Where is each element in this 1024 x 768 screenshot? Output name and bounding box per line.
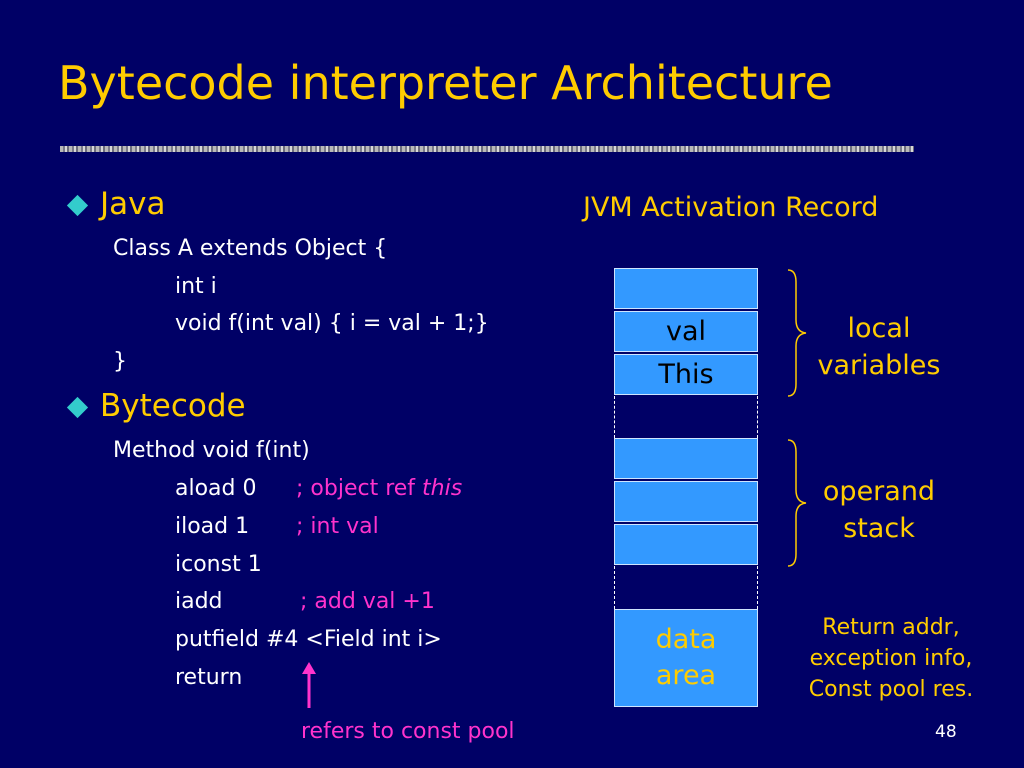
data-area-box: data area [614,609,758,707]
instruction-op: iload 1 [175,514,250,539]
instruction-op: aload 0 [175,476,257,501]
operand-stack-label: operand stack [822,476,936,544]
slide-title: Bytecode interpreter Architecture [58,56,833,110]
local-brace-icon [787,269,807,397]
local-var-cell: val [614,311,758,352]
java-heading: Java [100,186,166,222]
instruction-op: iadd [175,589,223,614]
up-arrow-icon [302,662,316,708]
instruction-op: return [175,665,243,690]
data-area-label: area [655,660,717,691]
data-area-label: data [655,624,717,655]
diamond-bullet-icon [66,194,89,217]
operand-cell [614,524,758,565]
java-line: } [113,349,127,374]
local-variables-label: local variables [817,313,941,381]
java-line: void f(int val) { i = val + 1;} [175,311,489,336]
method-signature: Method void f(int) [113,438,310,463]
page-number: 48 [935,722,957,742]
frame-gap [614,396,758,438]
const-pool-note: refers to const pool [301,719,515,744]
java-line: int i [175,274,217,299]
frame-gap [614,566,758,609]
local-var-cell [614,268,758,309]
local-var-cell: This [614,354,758,395]
title-divider [60,146,914,152]
instruction-op: putfield #4 <Field int i> [175,627,442,652]
bytecode-heading: Bytecode [100,388,246,424]
instruction-comment: ; add val +1 [300,589,435,614]
jvm-record-title: JVM Activation Record [583,192,879,223]
diamond-bullet-icon [66,396,89,419]
instruction-op: iconst 1 [175,552,262,577]
java-line: Class A extends Object { [113,236,388,261]
operand-cell [614,438,758,479]
operand-cell [614,481,758,522]
instruction-comment: ; object ref this [296,476,463,501]
instruction-comment: ; int val [296,514,379,539]
return-info-note: Return addr, exception info, Const pool … [808,615,974,702]
operand-brace-icon [787,439,807,567]
